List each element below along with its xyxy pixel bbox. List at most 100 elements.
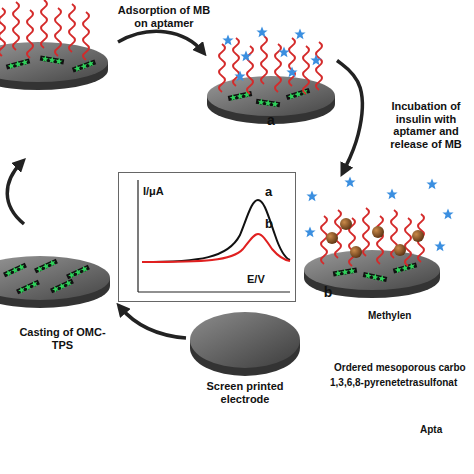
omc-tps-rods [333,262,418,283]
aptamer [27,10,33,58]
aptamer [13,2,19,50]
aptamer [335,210,341,258]
methylene-blue [304,176,453,251]
insulin [372,226,384,238]
insulin-molecules [326,218,424,258]
aptamer [233,38,239,86]
omc-tps-rods [6,54,97,73]
insulin [350,246,362,258]
x-axis [138,291,290,292]
plot-label: a [265,185,285,200]
methylene-blue [222,26,321,81]
process-arrow [118,31,203,52]
omc-rod [66,264,91,280]
disk-top [207,76,335,116]
aptamer-strands [321,208,424,266]
disk-side [0,62,108,70]
mb-star [304,226,315,237]
mb-star [306,190,317,201]
mb-star [222,34,233,45]
mb-star [310,54,321,65]
omc-rod [393,262,418,275]
legend-text: Apta [420,424,442,436]
step-label: Casting of OMC-TPS [15,326,110,351]
aptamer [55,8,61,56]
aptamer [303,46,309,94]
omc-rod [6,58,31,71]
omc-rod [363,271,388,283]
mb-star [426,178,437,189]
electrode-disk: b [298,172,448,302]
mb-star [294,28,305,39]
aptamer [321,216,327,264]
disk-top [0,256,110,300]
mb-star [234,70,245,81]
aptamer [349,218,355,266]
omc-rod [333,266,358,277]
mb-star [434,240,445,251]
disk-side [0,278,110,286]
disk-top [190,312,300,368]
node-label: b [316,284,340,300]
aptamer-strands [219,36,322,94]
curve-b [142,234,290,262]
screen-printed-electrode: Screen printed electrode [183,306,307,414]
process-arrow [337,61,362,173]
legend-text: 1,3,6,8-pyrenetetrasulfonat [330,377,457,389]
mb-star [442,208,453,219]
aptamer [83,12,89,60]
aptamer [69,4,75,52]
omc-rod [3,262,28,278]
mb-star [386,188,397,199]
voltammogram-box: I/μAE/Vab [118,172,296,302]
aptamer [391,210,397,258]
aptamer [247,46,253,94]
aptamer [316,42,322,90]
edge-label: Incubation of insulin with aptamer and r… [380,100,472,151]
disk-top [0,42,108,82]
disk-side [0,264,110,308]
insulin [412,230,424,242]
aptamer [418,214,424,262]
insulin [394,244,406,256]
y-axis [137,180,138,292]
omc-rod [40,54,65,65]
insulin [326,232,338,244]
step-label: Adsorption of MB on aptamer [116,4,212,29]
electrode-disk [0,256,110,308]
mb-star [344,176,355,187]
aptamer [219,44,225,92]
electrode-disk [0,42,108,90]
aptamer [0,8,5,56]
aptamer [261,36,267,84]
electrode-disk: a [205,8,337,133]
omc-rod [34,258,59,274]
plot-label: I/μA [143,185,183,198]
aptamer-strands [0,0,89,60]
mb-star [256,26,267,37]
mb-star [278,46,289,57]
omc-rod [72,59,97,74]
mb-star [286,66,297,77]
omc-rod [50,278,75,294]
legend-text: Methylen [368,310,411,322]
aptamer [275,44,281,92]
omc-rod [256,98,281,108]
aptamer [377,216,383,264]
aptamer [405,218,411,266]
aptamer [41,0,47,48]
disk-outline [298,172,448,302]
aptamer [289,38,295,86]
insulin [340,218,352,230]
legend-text: Ordered mesoporous carbo [334,362,466,374]
process-arrow [7,162,24,224]
omc-rod [286,87,311,101]
node-label: a [255,112,287,128]
voltammogram [138,180,290,292]
aptamer [363,208,369,256]
omc-tps-rods [228,87,311,108]
disk-side [0,50,108,90]
node-label: Screen printed electrode [191,380,299,405]
